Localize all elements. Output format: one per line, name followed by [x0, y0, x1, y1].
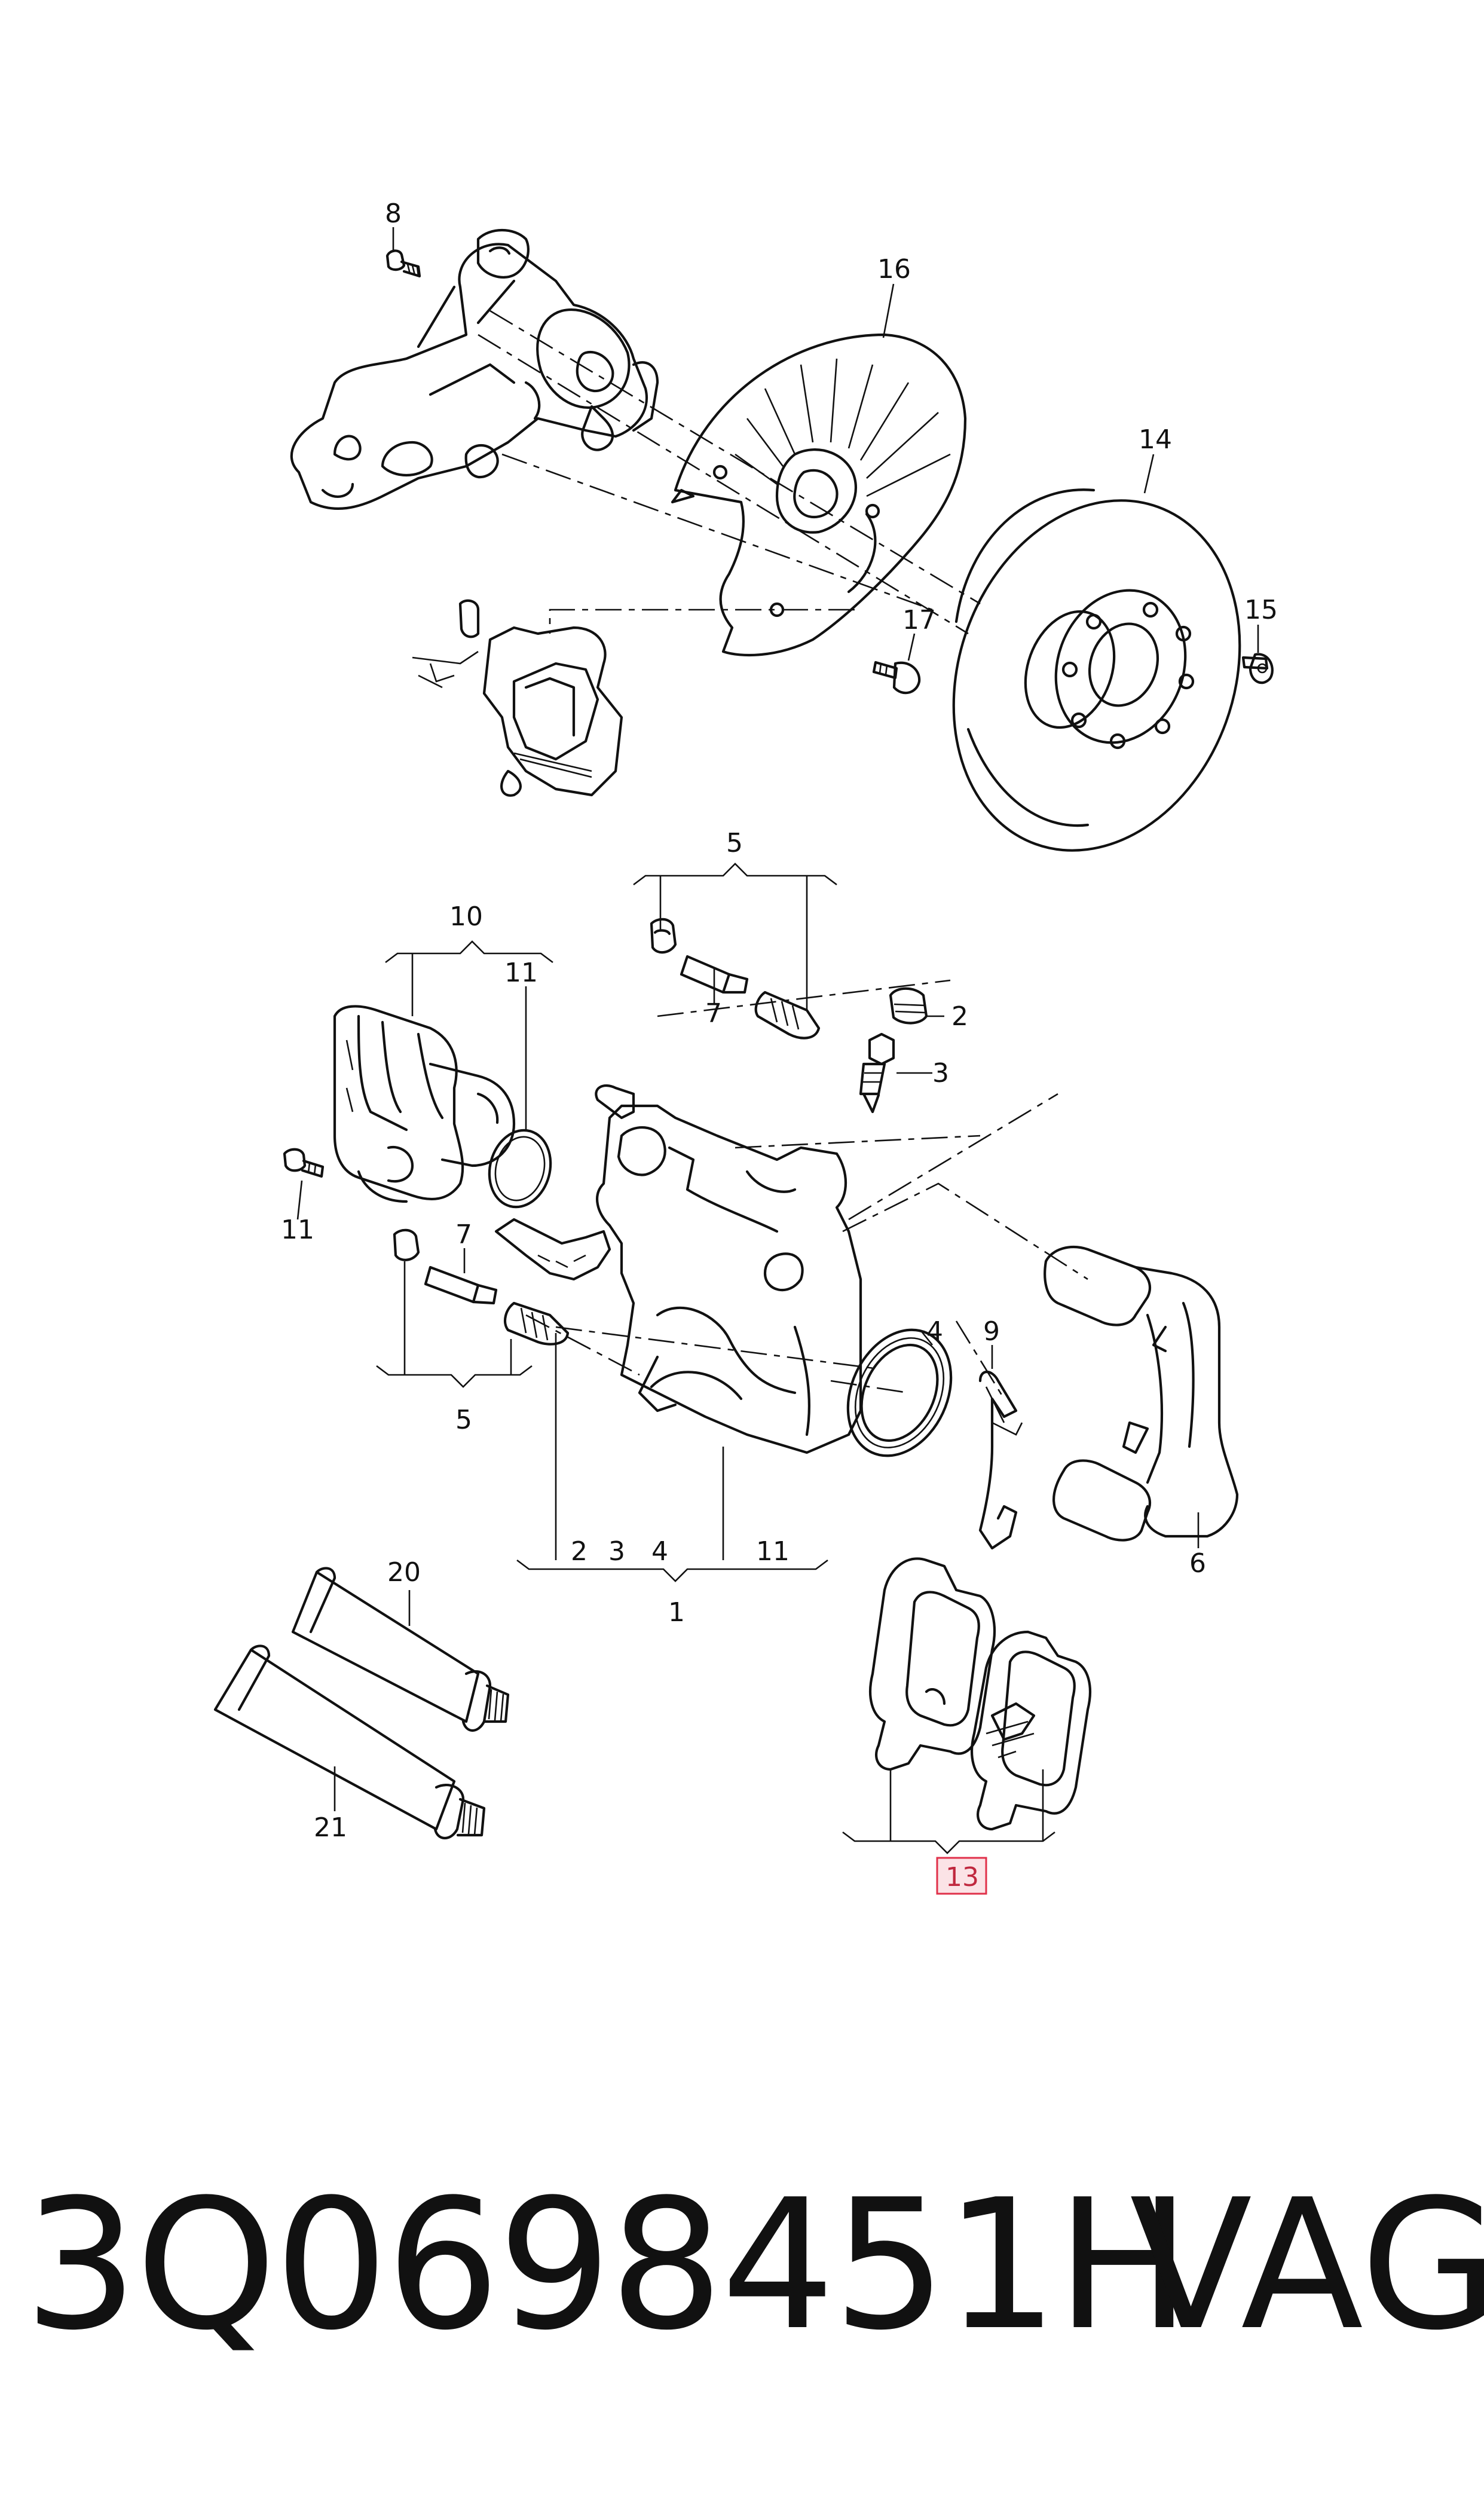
- callout-6[interactable]: 6: [1189, 1548, 1206, 1579]
- brand-name: VAG: [1130, 2161, 1484, 2370]
- callout-1-sub-4[interactable]: 4: [651, 1536, 668, 1567]
- screw-15: [1241, 653, 1274, 684]
- callout-21[interactable]: 21: [314, 1812, 347, 1843]
- group-brackets: [376, 863, 1055, 1854]
- leader-lines: [296, 227, 1259, 1811]
- exploded-parts-diagram: 8 16 14 15 17 5 7 2 3 10 11 11 7 5 4 9 6…: [213, 198, 1278, 1895]
- dust-cap-2: [889, 987, 928, 1025]
- callout-labels: 8 16 14 15 17 5 7 2 3 10 11 11 7 5 4 9 6…: [281, 198, 1278, 1893]
- brake-pad-13-right: [971, 1630, 1091, 1831]
- callout-13[interactable]: 13: [946, 1862, 979, 1893]
- part-number: 3Q0698451H: [24, 2161, 1191, 2370]
- callout-5-bottom[interactable]: 5: [455, 1405, 472, 1435]
- grease-tube-21: [213, 1644, 486, 1839]
- callout-5-top[interactable]: 5: [726, 828, 743, 858]
- callout-2-right[interactable]: 2: [951, 1001, 968, 1032]
- brake-disc-14: [952, 488, 1241, 852]
- callout-1-sub-2[interactable]: 2: [571, 1536, 588, 1567]
- callout-9[interactable]: 9: [983, 1316, 1000, 1347]
- callout-15[interactable]: 15: [1244, 595, 1278, 625]
- wheel-hub-carrier: [290, 228, 659, 510]
- callout-10[interactable]: 10: [449, 901, 483, 932]
- callout-14[interactable]: 14: [1139, 424, 1172, 455]
- splash-shield-16: [671, 333, 967, 657]
- assembly-centerlines: [478, 310, 1088, 1399]
- callout-11-left[interactable]: 11: [281, 1215, 314, 1245]
- callout-1-sub-11[interactable]: 11: [756, 1536, 790, 1567]
- bleed-valve-3: [859, 1032, 895, 1114]
- guide-pin-set-5-top: [650, 918, 821, 1040]
- parking-brake-motor-10: [333, 1005, 516, 1203]
- callout-8[interactable]: 8: [385, 198, 402, 229]
- callout-4[interactable]: 4: [926, 1316, 943, 1347]
- callout-17[interactable]: 17: [902, 605, 936, 635]
- callout-3-right[interactable]: 3: [932, 1058, 949, 1089]
- spring-clip-9: [978, 1370, 1023, 1550]
- callout-11-top[interactable]: 11: [504, 958, 538, 988]
- callout-13-highlight: [936, 1857, 987, 1895]
- brake-pad-13-left: [869, 1557, 996, 1771]
- grease-tube-20: [291, 1567, 510, 1732]
- callout-7-top[interactable]: 7: [705, 998, 722, 1029]
- caliper-carrier-6: [1044, 1246, 1239, 1542]
- callout-20[interactable]: 20: [387, 1557, 421, 1588]
- callout-1-sub-3[interactable]: 3: [608, 1536, 625, 1567]
- o-ring-11: [488, 1129, 552, 1209]
- piston-seal-4: [846, 1328, 953, 1457]
- bolt-8: [385, 249, 421, 278]
- bolt-11-left: [283, 1148, 325, 1178]
- brake-caliper-1: [494, 1084, 862, 1454]
- guide-pin-set-5-bottom: [393, 1228, 570, 1346]
- bolt-17: [872, 661, 921, 695]
- callout-1[interactable]: 1: [668, 1597, 685, 1628]
- callout-7-left[interactable]: 7: [455, 1219, 472, 1250]
- caliper-assembly-preview: [412, 599, 623, 797]
- callout-16[interactable]: 16: [877, 254, 911, 285]
